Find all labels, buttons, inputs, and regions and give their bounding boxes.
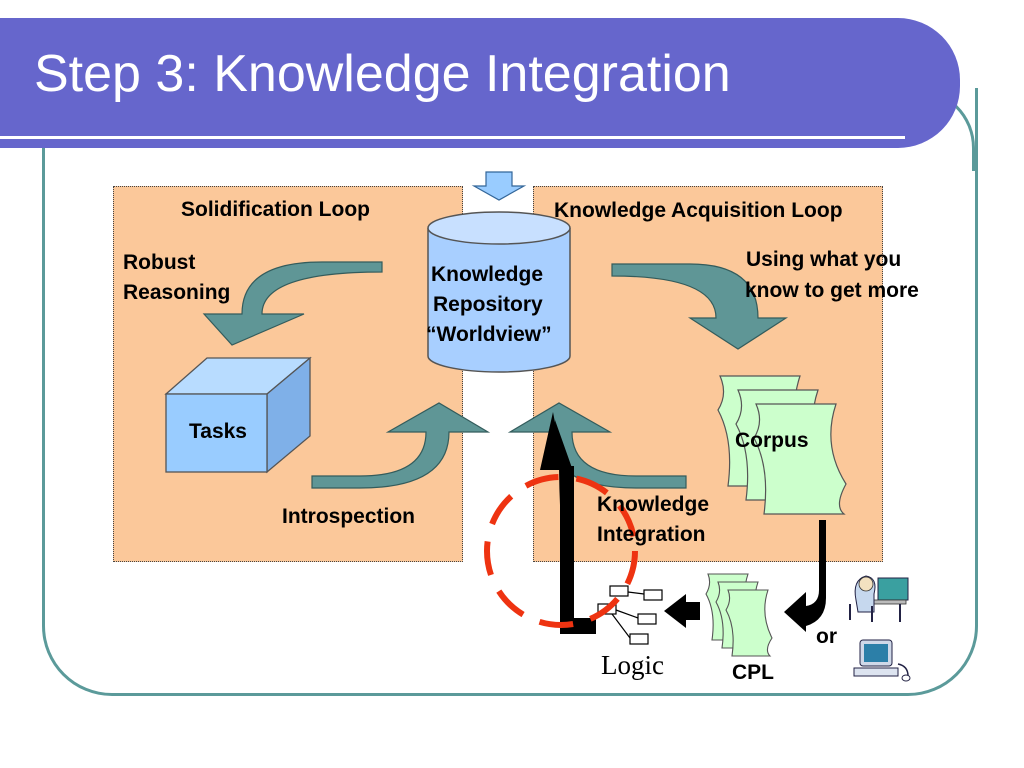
computer-icon: [853, 639, 911, 682]
highlight-circle: [484, 474, 638, 628]
solidification-loop-title: Solidification Loop: [181, 198, 370, 221]
corpus-label: Corpus: [735, 429, 809, 452]
input-arrow: [471, 171, 527, 201]
logic-label: Logic: [601, 650, 664, 680]
or-label: or: [816, 625, 837, 648]
using-knowledge-label-line2: know to get more: [745, 279, 919, 302]
repository-label-line3: “Worldview”: [426, 323, 552, 346]
title-band: [0, 18, 960, 148]
corpus-documents: [717, 375, 847, 515]
knowledge-integration-label-line1: Knowledge: [597, 493, 710, 516]
logic-graph-icon: [597, 585, 663, 645]
cpl-documents: [705, 573, 773, 657]
cpl-to-logic-arrow: [664, 594, 700, 628]
slide-frame: [42, 88, 978, 696]
knowledge-repository-cylinder: [427, 211, 571, 373]
using-knowledge-label-line1: Using what you: [746, 248, 902, 271]
robust-reasoning-arrow: [202, 261, 383, 346]
title-underline: [0, 136, 905, 139]
using-knowledge-arrow: [611, 263, 789, 350]
robust-reasoning-label-line2: Reasoning: [123, 281, 231, 304]
knowledge-integration-arrow: [507, 402, 687, 489]
knowledge-integration-label-line2: Integration: [597, 523, 706, 546]
tasks-cube: [164, 356, 312, 474]
repository-label-line1: Knowledge: [431, 263, 544, 286]
introspection-arrow: [311, 402, 491, 489]
cpl-label: CPL: [732, 661, 774, 684]
slide-title: Step 3: Knowledge Integration: [34, 45, 731, 103]
introspection-label: Introspection: [282, 505, 416, 528]
corpus-to-cpl-arrow: [784, 520, 826, 632]
tasks-label: Tasks: [189, 420, 247, 443]
knowledge-acquisition-loop-title: Knowledge Acquisition Loop: [554, 199, 843, 222]
person-at-computer-icon: [849, 575, 909, 622]
robust-reasoning-label-line1: Robust: [123, 251, 196, 274]
repository-label-line2: Repository: [433, 293, 543, 316]
